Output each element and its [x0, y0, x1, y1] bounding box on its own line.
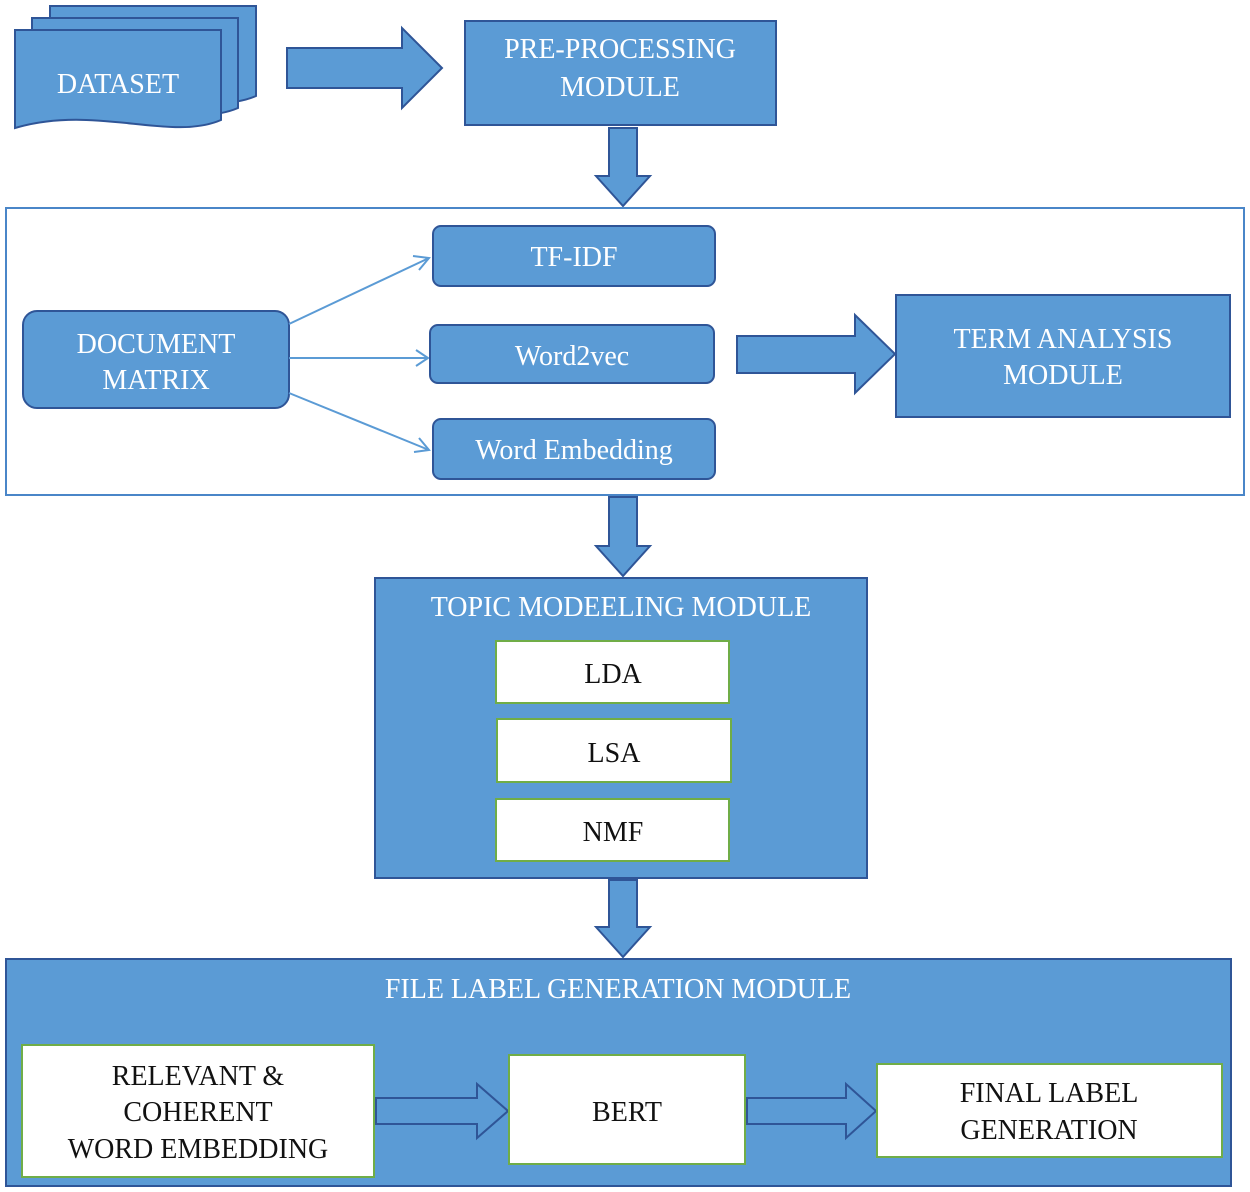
- arrow-word2vec-to-term-analysis: [736, 312, 897, 396]
- lsa-box: [496, 718, 732, 783]
- term-analysis-label-line2: MODULE: [1003, 360, 1123, 391]
- arrow-to-word2vec-head: [415, 349, 430, 367]
- lda-label: LDA: [584, 659, 642, 690]
- nmf-box: [495, 798, 730, 862]
- document-matrix-arrows: [288, 255, 431, 453]
- tfidf-node: TF-IDF: [432, 225, 716, 287]
- document-matrix-label-line1: DOCUMENT: [77, 329, 236, 360]
- final-label-box: [876, 1063, 1223, 1158]
- relevant-coherent-label-line3: WORD EMBEDDING: [68, 1134, 329, 1165]
- preprocessing-label-line1: PRE-PROCESSING: [504, 34, 736, 65]
- nmf-label: NMF: [583, 817, 644, 848]
- arrow-relevant-to-bert: [375, 1081, 510, 1141]
- arrow-features-to-topic-modeling: [593, 496, 653, 578]
- arrow-to-word-embedding-head: [413, 437, 431, 453]
- preprocessing-label-line2: MODULE: [560, 72, 680, 103]
- relevant-coherent-label-line1: RELEVANT &: [112, 1061, 285, 1092]
- relevant-coherent-label-line2: COHERENT: [123, 1097, 272, 1128]
- term-analysis-label-line1: TERM ANALYSIS: [954, 324, 1173, 355]
- dataset-node: DATASET: [14, 5, 257, 130]
- arrow-dataset-to-preprocessing: [286, 25, 444, 111]
- bert-box: [508, 1054, 746, 1165]
- relevant-coherent-box: [21, 1044, 375, 1178]
- file-label-generation-title: FILE LABEL GENERATION MODULE: [385, 974, 851, 1005]
- arrow-to-tfidf-head: [412, 255, 431, 271]
- arrow-to-word-embedding: [288, 392, 430, 451]
- document-matrix-label-line2: MATRIX: [102, 365, 209, 396]
- arrow-to-tfidf: [288, 257, 430, 325]
- word-embedding-node: Word Embedding: [432, 418, 716, 480]
- dataset-label: DATASET: [57, 69, 179, 100]
- word2vec-label: Word2vec: [515, 341, 629, 372]
- final-label-line1: FINAL LABEL: [960, 1078, 1139, 1109]
- file-label-generation-node: FILE LABEL GENERATION MODULE RELEVANT & …: [5, 958, 1232, 1187]
- topic-modeling-node: TOPIC MODEELING MODULE LDA LSA NMF: [374, 577, 868, 879]
- word-embedding-label: Word Embedding: [475, 435, 673, 466]
- lsa-label: LSA: [588, 738, 642, 769]
- tfidf-label: TF-IDF: [530, 242, 617, 273]
- arrow-bert-to-final: [746, 1081, 878, 1141]
- lda-box: [495, 640, 730, 704]
- dataset-stack-front: [14, 29, 222, 130]
- preprocessing-node: PRE-PROCESSING MODULE: [464, 20, 777, 126]
- final-label-line2: GENERATION: [960, 1115, 1137, 1146]
- bert-label: BERT: [592, 1097, 662, 1128]
- arrow-preprocessing-to-features: [593, 127, 653, 208]
- arrow-topic-modeling-to-file-label: [593, 879, 653, 959]
- word2vec-node: Word2vec: [429, 324, 715, 384]
- topic-modeling-title: TOPIC MODEELING MODULE: [431, 592, 812, 623]
- term-analysis-node: TERM ANALYSIS MODULE: [895, 294, 1231, 418]
- document-matrix-node: DOCUMENT MATRIX: [22, 310, 290, 409]
